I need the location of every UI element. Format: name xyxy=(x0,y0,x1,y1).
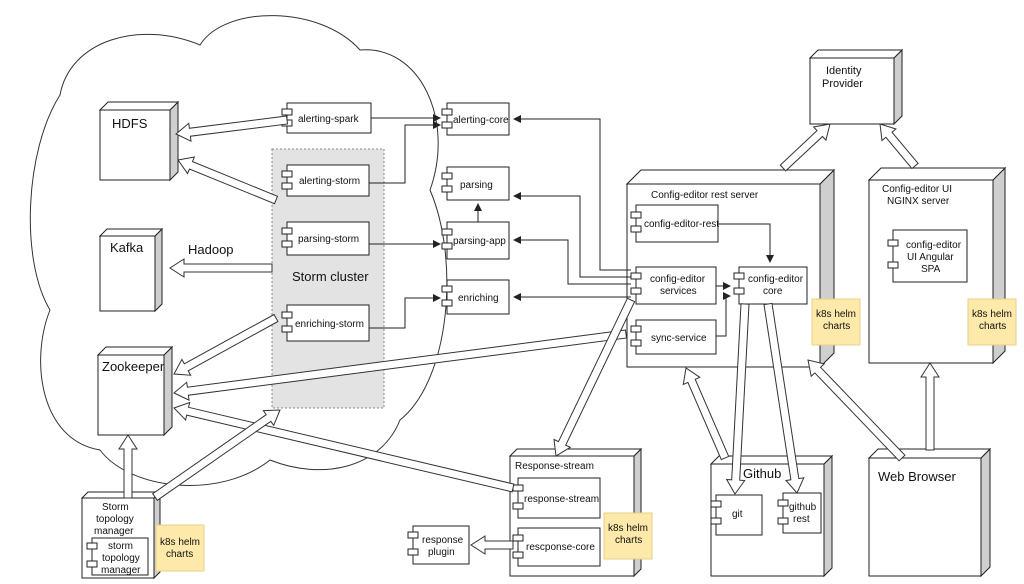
config-editor-services-label-1: config-editor xyxy=(650,274,706,285)
k8s-note-stm: k8s helm charts xyxy=(155,524,205,572)
arrow-sync-to-zookeeper xyxy=(173,329,628,401)
arrow-browser-to-rest xyxy=(807,359,906,462)
arrow-cluster-to-kafka xyxy=(169,258,273,278)
config-editor-services-component: config-editor services xyxy=(630,266,717,305)
arrow-spark-to-hdfs xyxy=(175,115,289,143)
config-editor-services-label-2: services xyxy=(660,286,697,297)
github-rest-component: github rest xyxy=(777,492,822,534)
k8s-note-response-label-2: charts xyxy=(615,535,642,546)
ui-spa-component: config-editor UI Angular SPA xyxy=(887,229,968,283)
github-rest-label-2: rest xyxy=(793,514,810,525)
arrow-stm-to-cluster xyxy=(152,409,281,501)
ui-server-label-1: Config-editor UI xyxy=(882,184,952,195)
alerting-core-label: alerting-core xyxy=(453,115,509,126)
arrow-browser-to-ui xyxy=(920,362,940,451)
stm-node-label-3: manager xyxy=(94,526,134,537)
hdfs-label: HDFS xyxy=(112,116,148,131)
ui-server-label-2: NGINX server xyxy=(887,196,950,207)
response-plugin-label-2: plugin xyxy=(428,547,455,558)
k8s-note-stm-label-2: charts xyxy=(166,549,193,560)
arrow-rest-to-identity xyxy=(779,123,831,172)
hadoop-label: Hadoop xyxy=(188,242,234,257)
alerting-core-component: alerting-core xyxy=(441,102,510,136)
parsing-storm-label: parsing-storm xyxy=(298,234,359,245)
arrow-core-to-plugin xyxy=(470,535,514,555)
response-core-label: rescponse-core xyxy=(526,542,595,553)
hollow-arrows xyxy=(118,115,940,555)
k8s-note-response: k8s helm charts xyxy=(603,512,653,560)
zookeeper-label: Zookeeper xyxy=(102,359,165,374)
response-stream-component: response-stream xyxy=(512,477,601,519)
web-browser-node: Web Browser xyxy=(867,447,992,578)
ui-spa-label-1: config-editor xyxy=(906,240,962,251)
config-editor-core-component: config-editor core xyxy=(733,266,808,305)
k8s-note-ui-label-1: k8s helm xyxy=(972,309,1012,320)
ui-spa-label-2: UI Angular xyxy=(907,252,954,263)
parsing-component: parsing xyxy=(441,166,510,201)
arrow-ui-to-identity xyxy=(879,123,919,170)
identity-provider-label-2: Provider xyxy=(822,78,863,90)
identity-provider-node: Identity Provider xyxy=(808,48,904,126)
arrow-stm-to-zookeeper xyxy=(118,434,138,499)
arrow-core-to-git xyxy=(725,303,750,495)
response-stream-label: response-stream xyxy=(524,494,599,505)
arrow-services-to-response xyxy=(553,297,636,457)
parsing-app-component: parsing-app xyxy=(441,221,510,260)
parsing-label: parsing xyxy=(460,180,493,191)
config-editor-core-label-2: core xyxy=(763,286,783,297)
sync-service-component: sync-service xyxy=(630,319,717,355)
k8s-note-stm-label-1: k8s helm xyxy=(160,537,200,548)
stm-comp-label-2: topology xyxy=(102,553,140,564)
k8s-note-response-label-1: k8s helm xyxy=(608,523,648,534)
parsing-app-label: parsing-app xyxy=(453,236,506,247)
enriching-storm-component: enriching-storm xyxy=(281,304,370,342)
k8s-note-rest-label-2: charts xyxy=(823,321,850,332)
alerting-spark-label: alerting-spark xyxy=(298,114,360,125)
rest-server-label: Config-editor rest server xyxy=(651,190,759,201)
git-label: git xyxy=(732,509,743,520)
k8s-note-rest: k8s helm charts xyxy=(811,298,861,346)
arrow-core-to-githubrest xyxy=(763,302,805,494)
web-browser-label: Web Browser xyxy=(878,469,956,484)
storm-cluster-label: Storm cluster xyxy=(292,269,369,284)
config-editor-rest-component: config-editor-rest xyxy=(630,204,719,243)
k8s-note-ui-label-2: charts xyxy=(979,321,1006,332)
kafka-node: Kafka xyxy=(98,227,164,313)
kafka-label: Kafka xyxy=(110,240,144,255)
alerting-storm-label: alerting-storm xyxy=(299,176,360,187)
alerting-spark-component: alerting-spark xyxy=(281,102,372,134)
stm-comp-label-3: manager xyxy=(101,565,141,576)
git-component: git xyxy=(710,494,763,536)
response-plugin-component: response plugin xyxy=(407,525,470,565)
response-stream-node-label: Response-stream xyxy=(515,461,594,472)
zookeeper-node: Zookeeper xyxy=(96,345,174,437)
parsing-storm-component: parsing-storm xyxy=(281,221,370,256)
sync-service-label: sync-service xyxy=(651,333,707,344)
arrow-github-to-rest xyxy=(682,367,730,461)
enriching-component: enriching xyxy=(441,279,510,315)
k8s-note-rest-label-1: k8s helm xyxy=(816,309,856,320)
hdfs-node: HDFS xyxy=(98,100,180,182)
enriching-label: enriching xyxy=(458,293,499,304)
stm-node-label-1: Storm xyxy=(102,502,129,513)
dependency-lines xyxy=(369,114,774,337)
stm-comp-label-1: storm xyxy=(108,541,133,552)
arrow-storm-to-hdfs xyxy=(177,156,279,205)
github-label: Github xyxy=(743,466,781,481)
k8s-note-ui: k8s helm charts xyxy=(967,298,1017,346)
stm-node-label-2: topology xyxy=(96,514,134,525)
config-editor-rest-label: config-editor-rest xyxy=(644,219,719,230)
arrow-enriching-to-zookeeper xyxy=(173,313,279,376)
response-core-component: rescponse-core xyxy=(512,527,601,567)
response-plugin-label-1: response xyxy=(422,535,464,546)
github-rest-label-1: github xyxy=(789,502,817,513)
alerting-storm-component: alerting-storm xyxy=(281,164,370,197)
ui-spa-label-3: SPA xyxy=(921,264,941,275)
storm-topology-manager-component: storm topology manager xyxy=(86,537,149,576)
config-editor-core-label-1: config-editor xyxy=(748,274,804,285)
enriching-storm-label: enriching-storm xyxy=(295,319,364,330)
identity-provider-label-1: Identity xyxy=(826,65,862,77)
